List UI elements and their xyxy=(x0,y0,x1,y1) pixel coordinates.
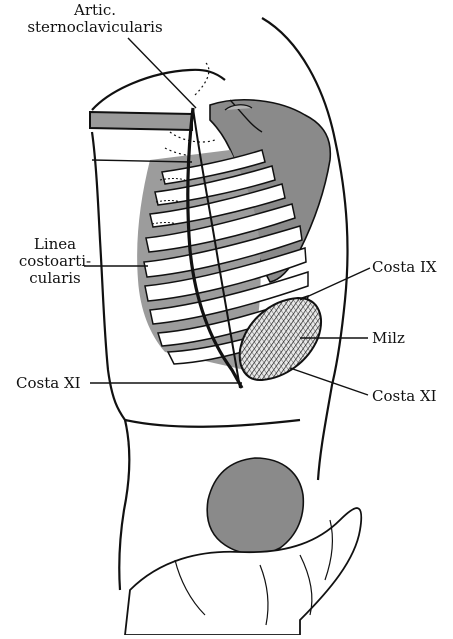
label-costa-ix: Costa IX xyxy=(372,259,437,276)
leader-costa-ix xyxy=(300,268,370,300)
label-milz: Milz xyxy=(372,330,405,347)
leader-costa-xi-right xyxy=(290,368,368,395)
label-costa-xi-right: Costa XI xyxy=(372,388,437,405)
label-linea-line3: cularis xyxy=(14,270,96,287)
abdomen-cloth xyxy=(125,458,361,635)
label-costa-xi-left: Costa XI xyxy=(16,375,81,392)
clavicle-bar xyxy=(90,112,192,130)
label-linea-line2: costoarti- xyxy=(14,253,96,270)
leader-artic xyxy=(128,38,196,108)
label-linea-line1: Linea xyxy=(14,236,96,253)
label-linea-costoarticularis: Linea costoarti- cularis xyxy=(14,236,96,287)
label-artic-line2: sternoclavicularis xyxy=(0,19,190,36)
label-artic-sternoclavicularis: Artic. sternoclavicularis xyxy=(0,2,190,36)
label-artic-line1: Artic. xyxy=(0,2,190,19)
